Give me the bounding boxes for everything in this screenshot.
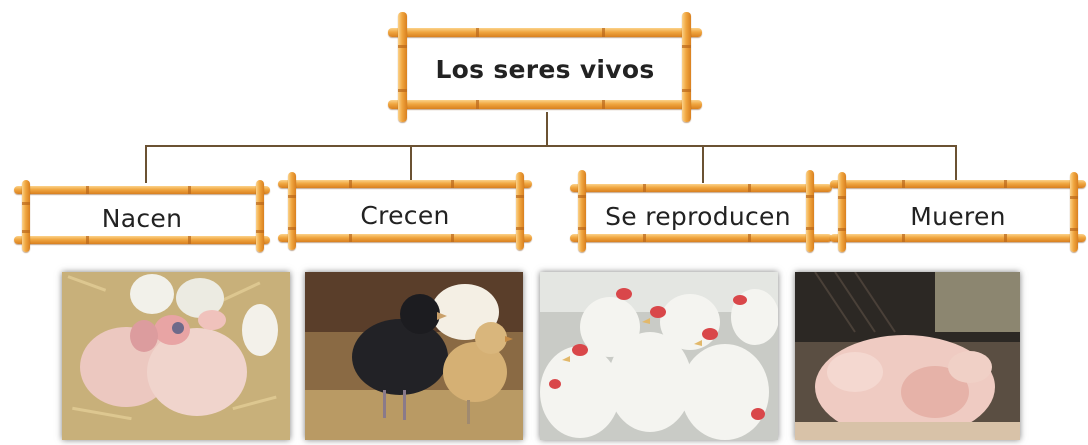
stage-label-nacen: Nacen [101,203,183,233]
stage-mueren: Mueren [830,172,1086,252]
photo-hens [540,272,778,440]
reproducen-connector [702,145,704,183]
root-connector [546,112,548,147]
root-title: Los seres vivos [435,54,655,84]
branch-connector [145,145,955,147]
stage-reproducen: Se reproducen [570,170,832,252]
photo-growing-chicks [305,272,523,440]
stage-label-crecen: Crecen [360,200,450,230]
stage-nacen: Nacen [14,180,270,252]
photo-plucked-chicken [795,272,1020,440]
mueren-connector [955,145,957,183]
stage-label-reproducen: Se reproducen [605,201,791,231]
stage-label-mueren: Mueren [910,201,1006,231]
crecen-connector [410,145,412,183]
stage-crecen: Crecen [278,172,532,250]
photo-newborn-chicks [62,272,290,440]
root-node: Los seres vivos [388,12,702,122]
nacen-connector [145,145,147,183]
